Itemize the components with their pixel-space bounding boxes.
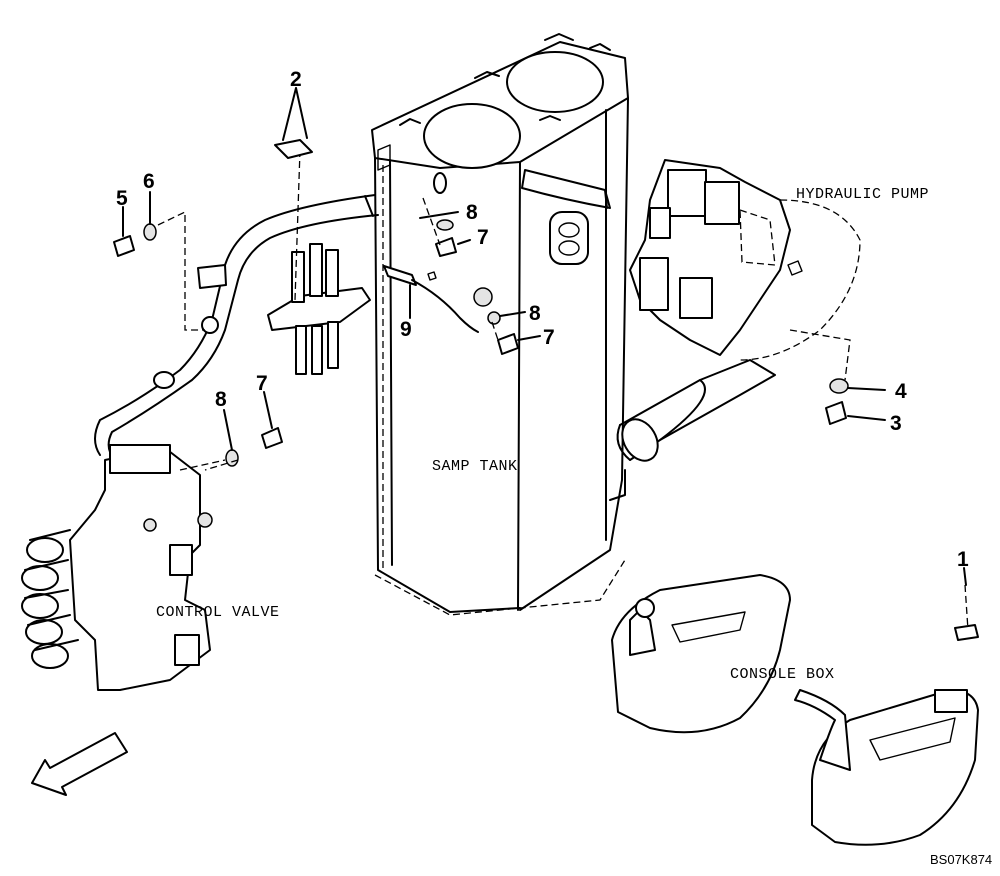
drawing-code: BS07K874	[930, 852, 992, 867]
callout-8-top: 8	[466, 201, 478, 224]
part-7-plug-mid	[491, 321, 541, 355]
hydraulic-pump	[609, 159, 861, 501]
part-3-plug	[825, 401, 886, 425]
callout-1: 1	[957, 548, 969, 571]
return-pipe	[94, 172, 447, 461]
part-7-plug-top	[422, 197, 471, 257]
callout-8-mid: 8	[529, 302, 541, 325]
part-4-oring	[829, 378, 886, 394]
samp-tank	[371, 33, 629, 616]
part-2-plates	[274, 87, 313, 159]
part-8-oring-top	[419, 211, 459, 231]
callout-3: 3	[890, 412, 902, 435]
part-8-oring-mid	[487, 311, 526, 325]
pilot-valve-block	[267, 149, 371, 375]
control-valve	[21, 444, 226, 691]
part-7-plug-center	[261, 391, 283, 449]
callout-4: 4	[895, 380, 907, 403]
callout-9: 9	[400, 318, 412, 341]
callout-7-mid: 7	[543, 326, 555, 349]
part-8-oring-center	[204, 409, 239, 471]
samp-tank-label: SAMP TANK	[432, 458, 518, 475]
callout-5: 5	[116, 187, 128, 210]
callout-7-center: 7	[256, 372, 268, 395]
callout-7-top: 7	[477, 226, 489, 249]
callout-6: 6	[143, 170, 155, 193]
direction-arrow-icon	[31, 732, 128, 796]
console-box-label: CONSOLE BOX	[730, 666, 835, 683]
part-6-oring	[143, 191, 205, 331]
part-5-plug	[113, 206, 135, 257]
callout-2: 2	[290, 68, 302, 91]
part-1-label	[963, 567, 967, 586]
console-box-right	[794, 584, 979, 846]
console-box-left	[611, 574, 791, 734]
part-9-sensor	[383, 265, 479, 333]
control-valve-label: CONTROL VALVE	[156, 604, 280, 621]
callout-8-center: 8	[215, 388, 227, 411]
hydraulic-pump-label: HYDRAULIC PUMP	[796, 186, 929, 203]
